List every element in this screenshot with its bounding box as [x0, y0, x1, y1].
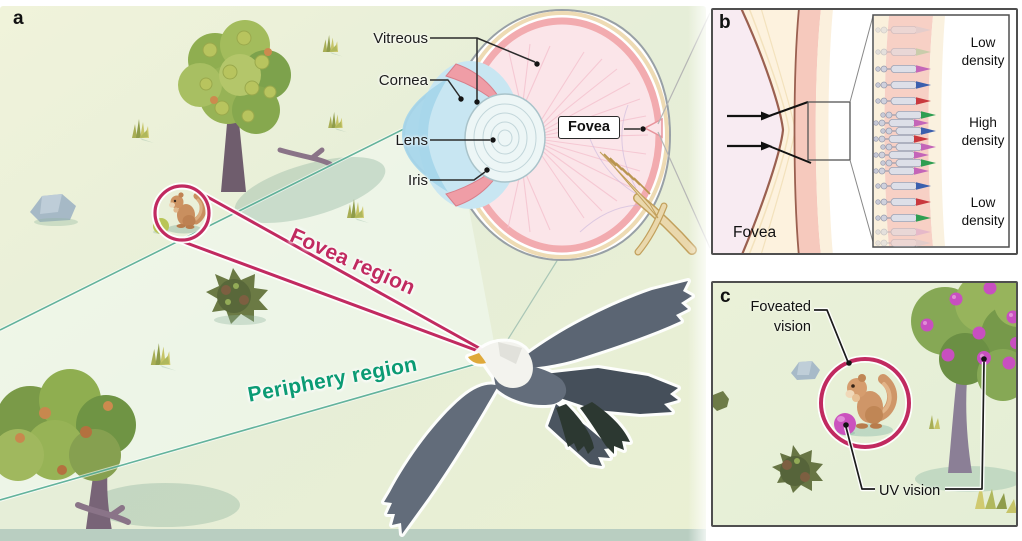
foveated-ring	[819, 357, 911, 449]
periphery-cone-edges	[0, 104, 498, 502]
label-iris: Iris	[408, 172, 428, 189]
label-fovea-box: Fovea	[558, 116, 620, 140]
bush	[713, 391, 823, 493]
zoom-line	[849, 159, 874, 243]
sample-rect	[807, 101, 851, 161]
zoom-line	[849, 15, 874, 103]
label-uv-vision: UV vision	[879, 483, 941, 499]
panel-b: b Fovea Low density High density Low den…	[711, 8, 1018, 255]
fovea-cross-section	[713, 10, 833, 253]
edge-fade	[688, 0, 712, 541]
fallen-branch	[75, 502, 131, 525]
density-label-low-bottom: Low density	[961, 195, 1005, 228]
panel-b-art	[713, 10, 1010, 253]
table-edge	[0, 529, 706, 541]
fovea-cone	[171, 187, 499, 362]
density-label-high: High density	[961, 115, 1005, 148]
tree	[0, 369, 136, 536]
annotation-connectors	[814, 307, 987, 492]
cornea-shape	[402, 78, 448, 192]
fallen-branch	[277, 147, 333, 167]
uv-berries	[920, 283, 1016, 370]
grass-tuft	[929, 415, 1016, 513]
tree-shadow	[915, 466, 1016, 492]
light-rays	[727, 101, 812, 164]
rock	[30, 194, 78, 226]
fovea-target-ring	[153, 184, 211, 242]
panel-c: c Foveated vision UV vision	[711, 281, 1018, 527]
panel-b-letter: b	[719, 12, 731, 33]
label-vitreous: Vitreous	[373, 30, 428, 47]
label-cornea: Cornea	[378, 72, 428, 89]
lens-shape	[464, 93, 546, 183]
density-label-low-top: Low density	[961, 35, 1005, 68]
panel-c-art	[713, 283, 1016, 525]
photoreceptors	[873, 25, 936, 248]
rock	[791, 361, 820, 380]
berry-tree	[911, 283, 1016, 473]
eagle-eye-link-line	[499, 255, 561, 353]
photoreceptor-inset	[872, 14, 1010, 248]
label-connectors	[430, 37, 640, 181]
label-foveated-vision: Foveated vision	[750, 299, 811, 336]
tree-shadow	[234, 157, 386, 223]
panel-a-letter: a	[13, 8, 24, 29]
squirrel	[845, 374, 897, 429]
label-lens: Lens	[395, 132, 428, 149]
tree-shadow	[90, 483, 240, 527]
panel-b-fovea-label: Fovea	[733, 224, 777, 241]
tree	[178, 20, 291, 192]
pecten-optic-nerve	[599, 151, 697, 256]
bush	[206, 268, 268, 325]
label-dots	[458, 61, 646, 173]
panel-c-letter: c	[720, 286, 731, 307]
